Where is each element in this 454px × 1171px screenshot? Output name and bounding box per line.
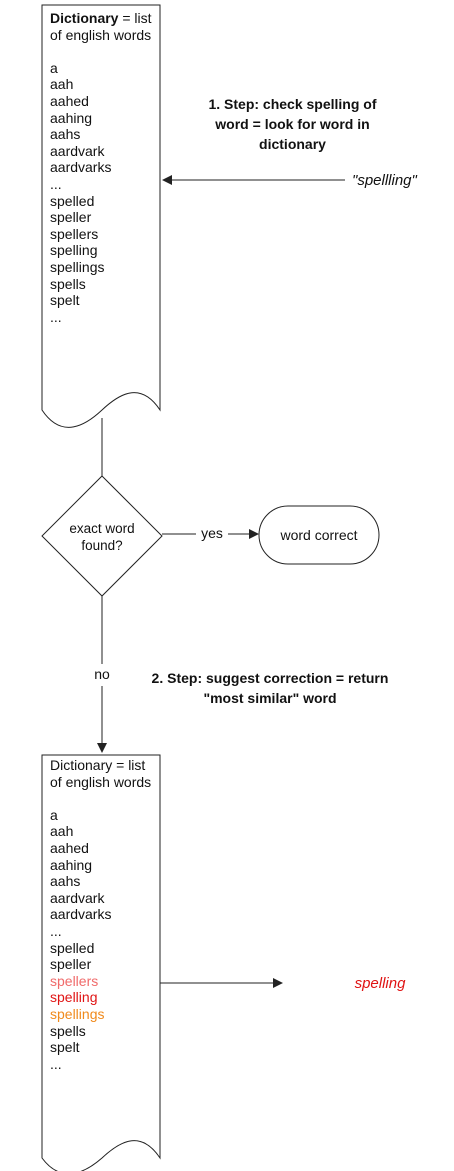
dictionary-subtitle-top: of english words (50, 26, 152, 43)
dictionary-document-top (41, 4, 161, 428)
dictionary-word: ... (50, 1055, 62, 1072)
no-label: no (94, 666, 110, 682)
dictionary-word: a (50, 806, 58, 823)
dictionary-word: ... (50, 922, 62, 939)
dictionary-subtitle-bottom: of english words (50, 773, 152, 790)
step2-line1: 2. Step: suggest correction = return (151, 670, 389, 686)
dictionary-word: aardvark (50, 142, 105, 159)
dictionary-document-bottom (41, 754, 161, 1171)
dictionary-word: spells (50, 1022, 86, 1039)
dictionary-word: spellers (50, 225, 99, 242)
dictionary-word: aahing (50, 109, 93, 126)
dictionary-word: ... (50, 175, 62, 192)
dictionary-word: ... (50, 308, 62, 325)
dictionary-word: aahing (50, 856, 93, 873)
dictionary-word: aahed (50, 92, 89, 109)
dictionary-word: aah (50, 76, 74, 93)
dictionary-word: spelled (50, 939, 95, 956)
input-word: "spellling" (352, 172, 417, 189)
step1-line2: word = look for word in (215, 116, 370, 132)
dictionary-word: spellings (50, 258, 105, 275)
dictionary-word: spelling (50, 989, 98, 1006)
dictionary-word: spelt (50, 292, 80, 309)
dictionary-word: aardvarks (50, 906, 112, 923)
step1-line3: dictionary (259, 136, 326, 152)
dictionary-word: aardvarks (50, 159, 112, 176)
dictionary-word: speller (50, 209, 92, 226)
decision-text: exact word found? (54, 520, 150, 554)
terminal-word-correct (258, 505, 380, 565)
decision-line1: exact word (69, 521, 135, 536)
dictionary-word: spells (50, 275, 86, 292)
dictionary-word: spellings (50, 1005, 105, 1022)
dictionary-word: a (50, 59, 58, 76)
terminal-label: word correct (280, 527, 358, 543)
step2-description: 2. Step: suggest correction = return "mo… (130, 668, 410, 708)
dictionary-word: spelled (50, 192, 95, 209)
dictionary-title-bottom: Dictionary = list (50, 757, 146, 773)
dictionary-word: spelling (50, 242, 98, 259)
decision-line2: found? (81, 538, 123, 553)
dictionary-word: aahs (50, 873, 81, 890)
yes-label: yes (201, 525, 223, 541)
dictionary-word: aahs (50, 126, 81, 143)
dictionary-word: aardvark (50, 889, 105, 906)
dictionary-word: aah (50, 823, 74, 840)
suggested-word: spelling (354, 975, 406, 992)
dictionary-word: spellers (50, 972, 99, 989)
dictionary-title-top: Dictionary = list (50, 10, 152, 26)
step1-description: 1. Step: check spelling of word = look f… (180, 94, 405, 154)
step1-line1: 1. Step: check spelling of (208, 96, 377, 112)
dictionary-word: aahed (50, 839, 89, 856)
dictionary-word: speller (50, 956, 92, 973)
step2-line2: "most similar" word (203, 690, 337, 706)
dictionary-word: spelt (50, 1039, 80, 1056)
